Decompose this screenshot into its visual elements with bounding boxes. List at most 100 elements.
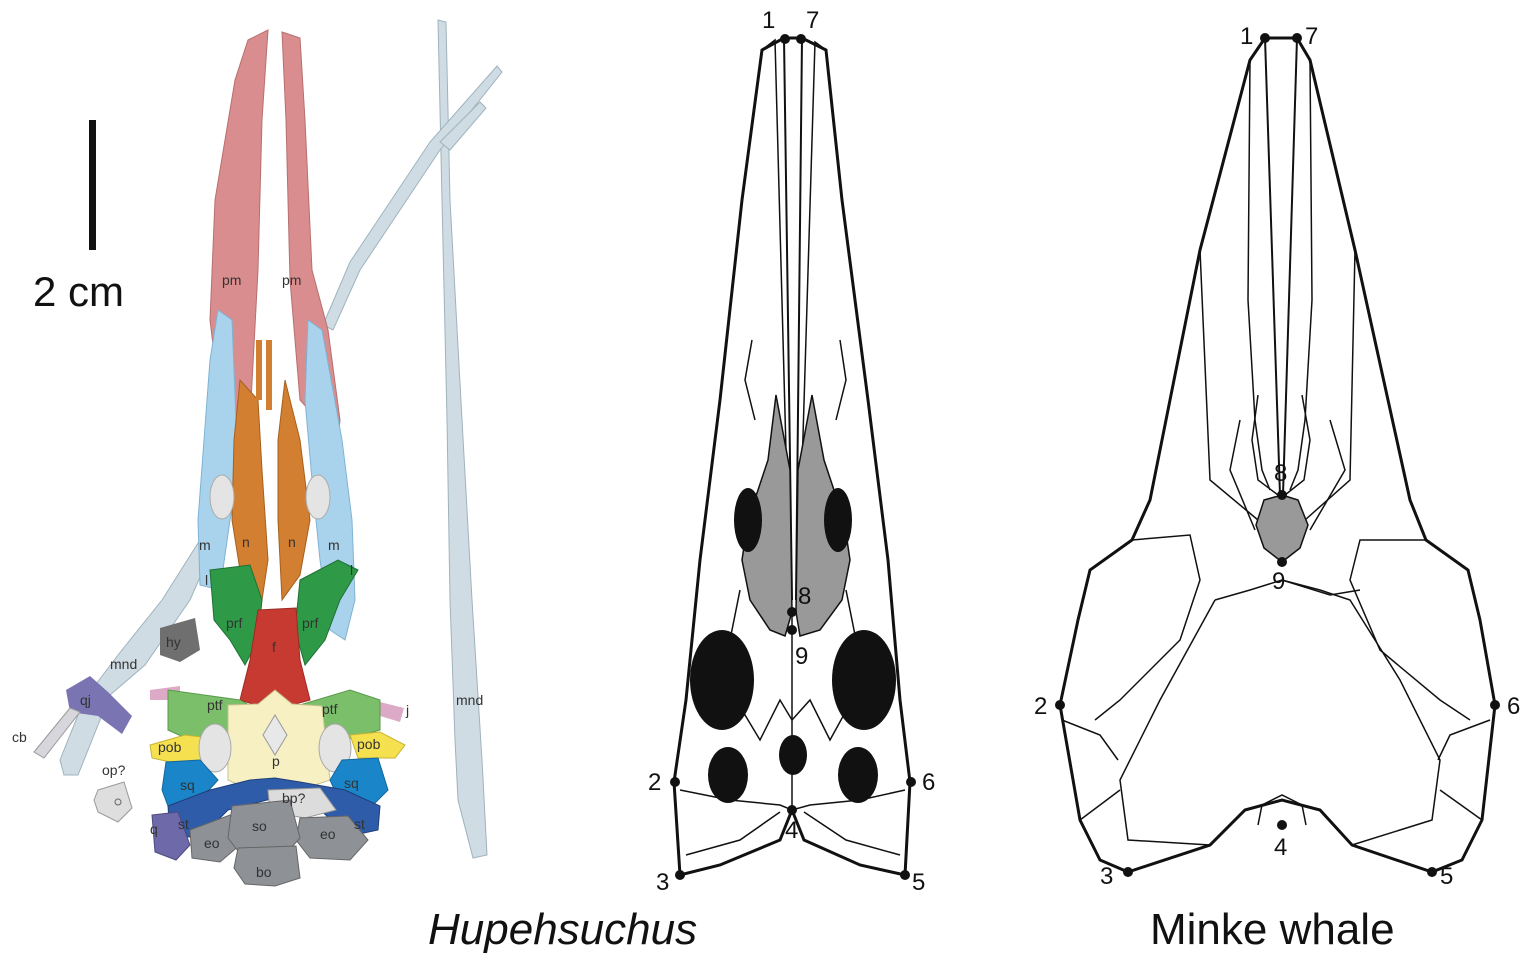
label-f: f — [272, 639, 276, 655]
hyoid-rod-2 — [439, 101, 487, 151]
supratemporal-fenestra-left — [198, 723, 232, 773]
orbital-window-right — [305, 474, 331, 520]
minke-landmark-6: 6 — [1507, 693, 1520, 720]
minke-landmark-1: 1 — [1240, 23, 1253, 50]
label-pob-right: pob — [357, 736, 381, 752]
label-op: op? — [102, 762, 126, 778]
minke-landmark-9: 9 — [1272, 568, 1285, 595]
label-st-right: st — [354, 816, 365, 832]
hyoid-rod-1 — [322, 65, 503, 331]
label-q: q — [150, 821, 158, 837]
minke-dot-9 — [1277, 557, 1287, 567]
label-pm-right: pm — [282, 272, 301, 288]
minke-dot-2 — [1055, 700, 1065, 710]
label-cb: cb — [12, 729, 27, 745]
hup-landmark-4: 4 — [785, 817, 798, 844]
hupehsuchus-temporal-right — [838, 747, 878, 803]
postorbital-right — [349, 731, 406, 759]
label-n-left: n — [242, 534, 250, 550]
minke-dot-6 — [1490, 700, 1500, 710]
minke-inner-lines — [1061, 59, 1491, 846]
label-eo-left: eo — [204, 835, 220, 851]
label-ptf-left: ptf — [207, 697, 223, 713]
hup-landmark-2: 2 — [648, 769, 661, 796]
scale-bar — [89, 120, 96, 250]
hupehsuchus-temporal-left — [708, 747, 748, 803]
panel-right-minke-whale — [1058, 36, 1497, 874]
label-qj: qj — [80, 692, 91, 708]
landmark-dot-8 — [787, 607, 797, 617]
hup-landmark-9: 9 — [795, 643, 808, 670]
label-bp: bp? — [282, 790, 306, 806]
maxilla-right — [304, 319, 356, 641]
nasal-fragments-2 — [266, 340, 272, 410]
label-eo-right: eo — [320, 826, 336, 842]
jugal-right — [380, 702, 404, 722]
basioccipital — [233, 845, 301, 887]
hup-landmark-8: 8 — [798, 583, 811, 610]
label-pob-left: pob — [158, 739, 182, 755]
minke-landmark-8: 8 — [1274, 460, 1287, 487]
caption-hupehsuchus: Hupehsuchus — [428, 905, 698, 954]
minke-dot-1 — [1260, 33, 1270, 43]
hupehsuchus-landmarks — [670, 34, 916, 880]
landmark-dot-5 — [900, 870, 910, 880]
hyoid-element — [160, 618, 200, 662]
label-mnd-right: mnd — [456, 692, 483, 708]
minke-landmark-4: 4 — [1274, 834, 1287, 861]
minke-landmark-5: 5 — [1440, 863, 1453, 890]
hup-landmark-3: 3 — [656, 869, 669, 896]
label-sq-left: sq — [180, 777, 195, 793]
hup-landmark-6: 6 — [922, 769, 935, 796]
minke-landmarks — [1055, 33, 1500, 877]
nasal-fragments — [256, 340, 262, 400]
label-p: p — [272, 753, 280, 769]
hupehsuchus-outline — [672, 36, 912, 877]
landmark-dot-7 — [796, 34, 806, 44]
hup-landmark-1: 1 — [762, 7, 775, 34]
landmark-dot-2 — [670, 777, 680, 787]
landmark-dot-4 — [787, 805, 797, 815]
minke-dot-3 — [1123, 867, 1133, 877]
quadratojugal — [66, 676, 132, 734]
minke-dot-8 — [1277, 490, 1287, 500]
minke-outline — [1058, 36, 1497, 874]
caption-minke-whale: Minke whale — [1150, 905, 1395, 954]
minke-dot-7 — [1292, 33, 1302, 43]
label-m-right: m — [328, 537, 340, 553]
minke-landmark-7: 7 — [1305, 23, 1318, 50]
scale-bar-label: 2 cm — [33, 268, 125, 315]
landmark-dot-9 — [787, 625, 797, 635]
hupehsuchus-orbit-left — [690, 630, 754, 730]
hupehsuchus-pineal — [779, 735, 807, 775]
label-sq-right: sq — [344, 775, 359, 791]
ceratobranchial — [33, 707, 81, 759]
label-prf-right: prf — [302, 615, 318, 631]
label-j: j — [405, 702, 409, 718]
hupehsuchus-frontal-region — [741, 394, 793, 638]
hupehsuchus-orbit-right-upper — [824, 488, 852, 552]
label-pm-left: pm — [222, 272, 241, 288]
label-mnd-left: mnd — [110, 656, 137, 672]
exoccipital-left — [189, 814, 241, 863]
label-n-right: n — [288, 534, 296, 550]
minke-frontal-region — [1255, 494, 1309, 563]
minke-dot-4 — [1277, 820, 1287, 830]
label-st-left: st — [178, 816, 189, 832]
mandible-right — [437, 19, 488, 859]
label-l-right: l — [350, 562, 353, 578]
quadrate-left — [151, 811, 191, 861]
label-hy: hy — [166, 634, 181, 650]
minke-dot-5 — [1427, 867, 1437, 877]
nasal-right — [277, 379, 311, 602]
pineal-opening — [262, 714, 288, 756]
label-prf-left: prf — [226, 615, 242, 631]
label-m-left: m — [199, 537, 211, 553]
label-l-left: l — [205, 572, 208, 588]
opisthotic-fragment — [93, 781, 133, 823]
label-bo: bo — [256, 864, 272, 880]
orbital-window-left — [209, 474, 235, 520]
hupehsuchus-orbit-right — [832, 630, 896, 730]
minke-landmark-2: 2 — [1034, 693, 1047, 720]
